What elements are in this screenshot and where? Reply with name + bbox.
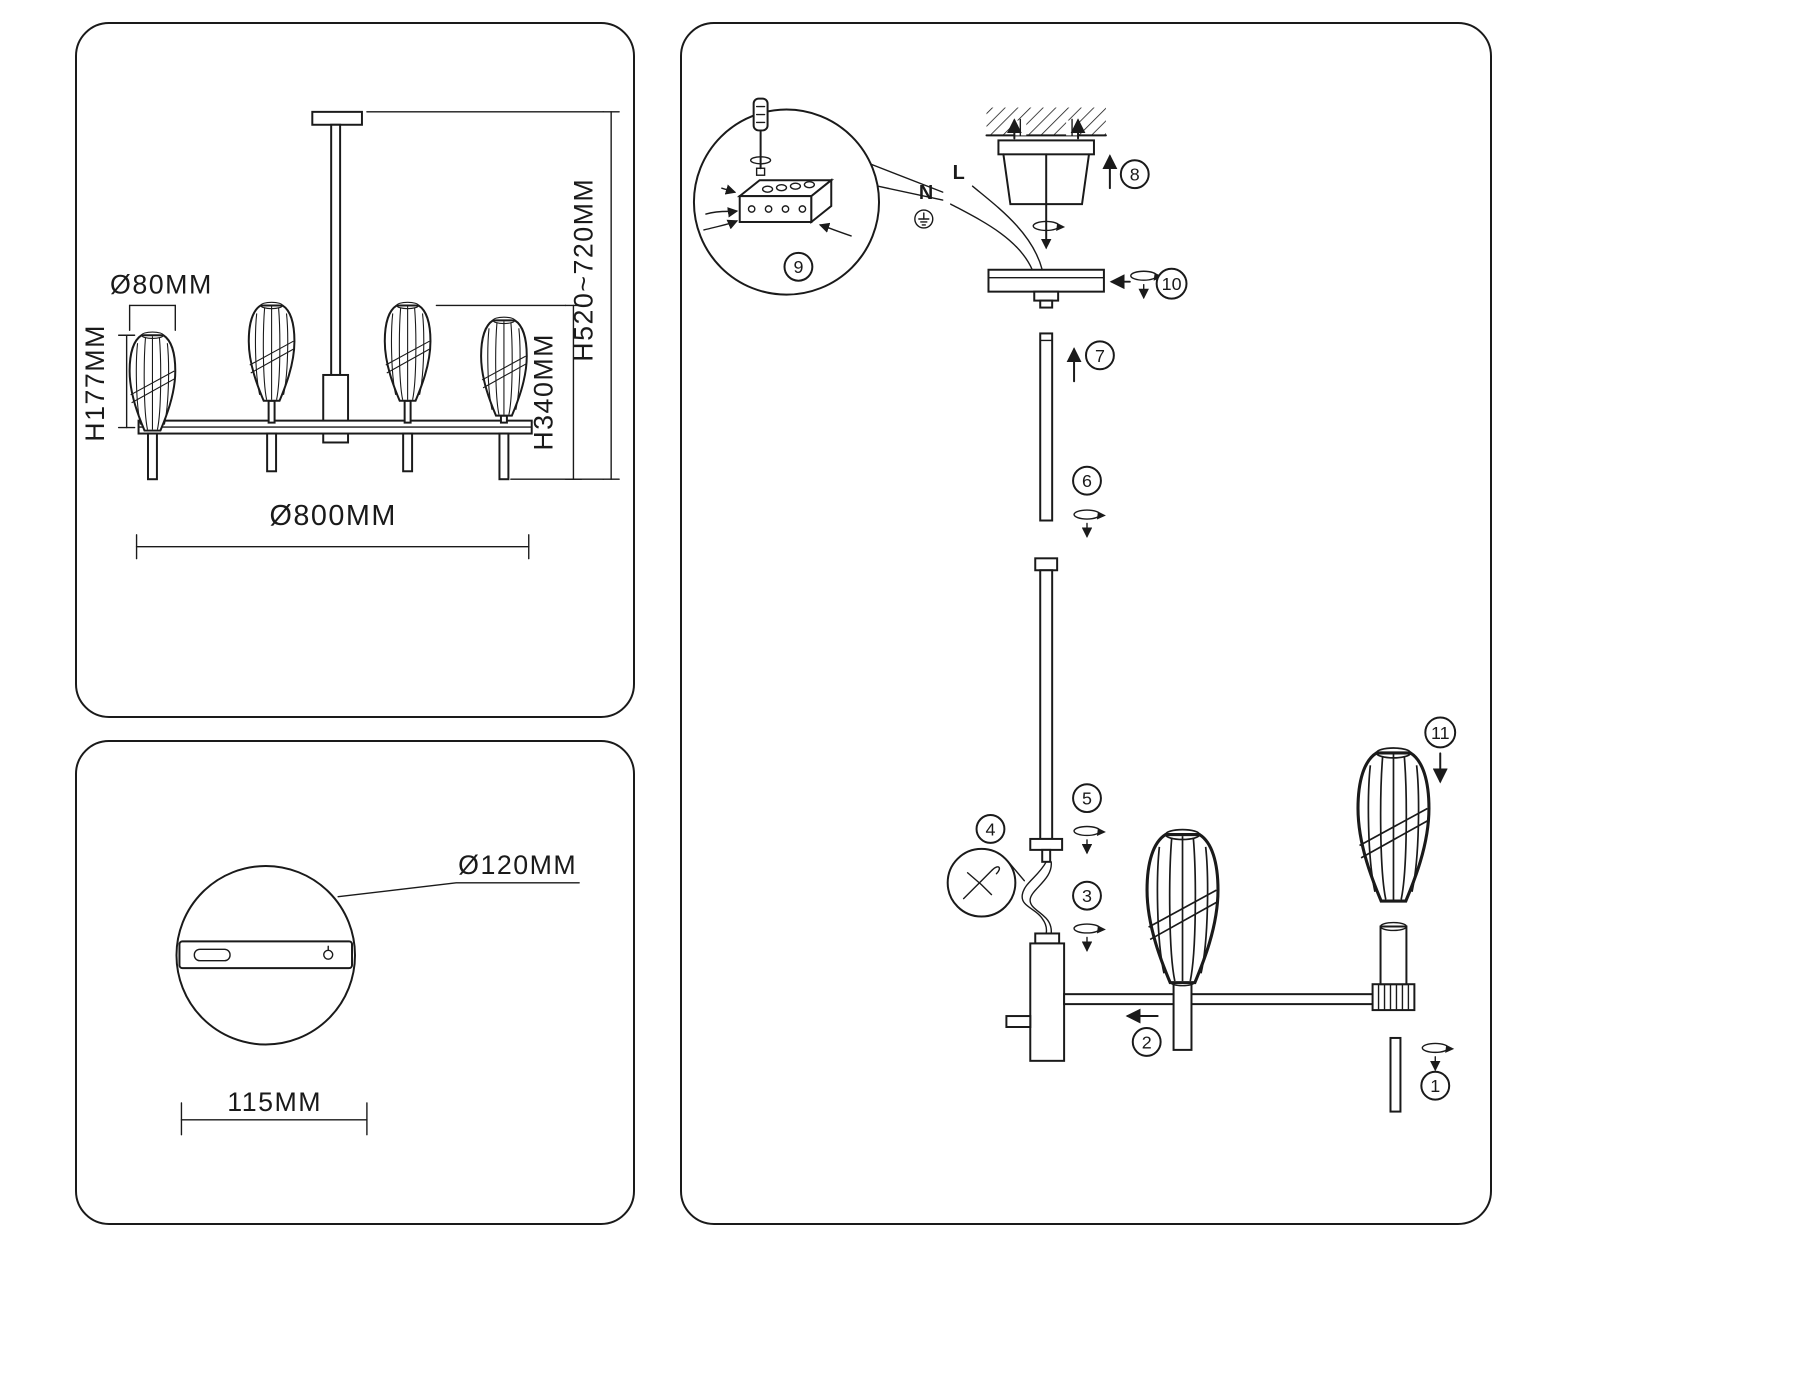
shade-height-label: H177MM bbox=[80, 324, 110, 442]
socket-sleeve bbox=[1379, 921, 1408, 986]
ceiling-section bbox=[985, 107, 1107, 137]
spec-drawing: Ø80MM H177MM Ø800MM H340MM H520~720MM bbox=[80, 110, 620, 560]
candle-sleeve bbox=[266, 432, 278, 473]
rotate-icon bbox=[1074, 826, 1106, 852]
loose-shade bbox=[1356, 746, 1431, 903]
mount-plate-panel: Ø120MM 115MM bbox=[75, 740, 635, 1225]
chandelier-drawing bbox=[128, 110, 533, 481]
plate-diameter-label: Ø120MM bbox=[458, 850, 577, 880]
mount-plate bbox=[175, 864, 356, 1046]
canopy-cup bbox=[987, 268, 1105, 309]
svg-text:6: 6 bbox=[1082, 471, 1092, 491]
dim-plate-diameter: Ø120MM bbox=[337, 850, 580, 898]
screwdriver-icon bbox=[749, 97, 772, 176]
finial-rod bbox=[1389, 1036, 1402, 1113]
candle-sleeve bbox=[146, 432, 158, 481]
overall-height-label: H520~720MM bbox=[568, 178, 598, 362]
mounted-shade-assembly bbox=[1145, 828, 1220, 1051]
svg-text:11: 11 bbox=[1431, 723, 1450, 743]
svg-text:5: 5 bbox=[1082, 789, 1092, 809]
glass-shade bbox=[128, 331, 177, 432]
step-11-badge: 11 bbox=[1424, 716, 1457, 749]
rotate-icon bbox=[1033, 221, 1065, 247]
svg-text:10: 10 bbox=[1162, 274, 1182, 294]
rotate-icon bbox=[1074, 924, 1106, 950]
dim-shade-diameter: Ø80MM bbox=[110, 270, 213, 331]
dim-overall-height: H520~720MM bbox=[366, 111, 620, 480]
socket-nut bbox=[1371, 983, 1416, 1012]
lamp-body bbox=[1005, 932, 1066, 1062]
svg-text:1: 1 bbox=[1430, 1076, 1440, 1096]
rotate-icon bbox=[1422, 1043, 1454, 1069]
wire-twist bbox=[1021, 861, 1053, 935]
svg-text:8: 8 bbox=[1130, 165, 1140, 185]
assembly-steps-panel: 8 10 N L bbox=[680, 22, 1492, 1225]
mount-bar bbox=[178, 940, 354, 970]
step-2-badge: 2 bbox=[1131, 1027, 1162, 1057]
candle-sleeve bbox=[402, 432, 414, 473]
ground-symbol-icon bbox=[914, 209, 934, 229]
rotate-icon bbox=[1074, 510, 1106, 536]
step-7-badge: 7 bbox=[1085, 340, 1115, 371]
step-1-badge: 1 bbox=[1420, 1070, 1451, 1101]
fixture-diameter-label: Ø800MM bbox=[270, 500, 397, 532]
stem-rod bbox=[330, 123, 342, 376]
body-height-label: H340MM bbox=[529, 333, 559, 451]
glass-shade bbox=[383, 301, 432, 402]
step-4-badge: 4 bbox=[975, 814, 1006, 844]
dim-fixture-diameter: Ø800MM bbox=[135, 500, 530, 560]
wire-live-label: L bbox=[953, 162, 965, 184]
step-10-badge: 10 bbox=[1155, 267, 1188, 300]
svg-text:9: 9 bbox=[793, 257, 803, 277]
dim-shade-height: H177MM bbox=[80, 324, 136, 442]
assembly-diagram: 8 10 N L bbox=[692, 97, 1457, 1113]
shade-diameter-label: Ø80MM bbox=[110, 270, 213, 300]
glass-shade bbox=[247, 301, 296, 402]
supply-wires bbox=[949, 185, 1043, 271]
step-5-badge: 5 bbox=[1072, 783, 1102, 814]
svg-text:4: 4 bbox=[985, 819, 995, 839]
candle-sleeve bbox=[498, 432, 510, 481]
svg-text:7: 7 bbox=[1095, 346, 1105, 366]
mount-plate-drawing: Ø120MM 115MM bbox=[175, 850, 580, 1136]
glass-shade bbox=[480, 316, 528, 417]
rod-lower bbox=[1029, 557, 1064, 863]
step-3-badge: 3 bbox=[1072, 880, 1102, 911]
rod-upper bbox=[1039, 332, 1054, 522]
mounting-bracket bbox=[997, 118, 1095, 247]
ceiling-plate bbox=[311, 110, 363, 126]
step-8-badge: 8 bbox=[1119, 159, 1150, 190]
hole-spacing-label: 115MM bbox=[227, 1087, 322, 1117]
spec-drawing-panel: Ø80MM H177MM Ø800MM H340MM H520~720MM bbox=[75, 22, 635, 718]
dim-hole-spacing: 115MM bbox=[180, 1087, 368, 1136]
svg-text:3: 3 bbox=[1082, 886, 1092, 906]
lamp-arm bbox=[1063, 993, 1376, 1006]
step-6-badge: 6 bbox=[1072, 465, 1102, 496]
step-9-badge: 9 bbox=[783, 251, 814, 282]
svg-text:2: 2 bbox=[1142, 1032, 1152, 1052]
terminal-block bbox=[703, 178, 852, 237]
slot-hole bbox=[193, 948, 231, 962]
pliers-detail-circle bbox=[946, 847, 1026, 918]
wiring-detail-circle bbox=[692, 97, 944, 296]
